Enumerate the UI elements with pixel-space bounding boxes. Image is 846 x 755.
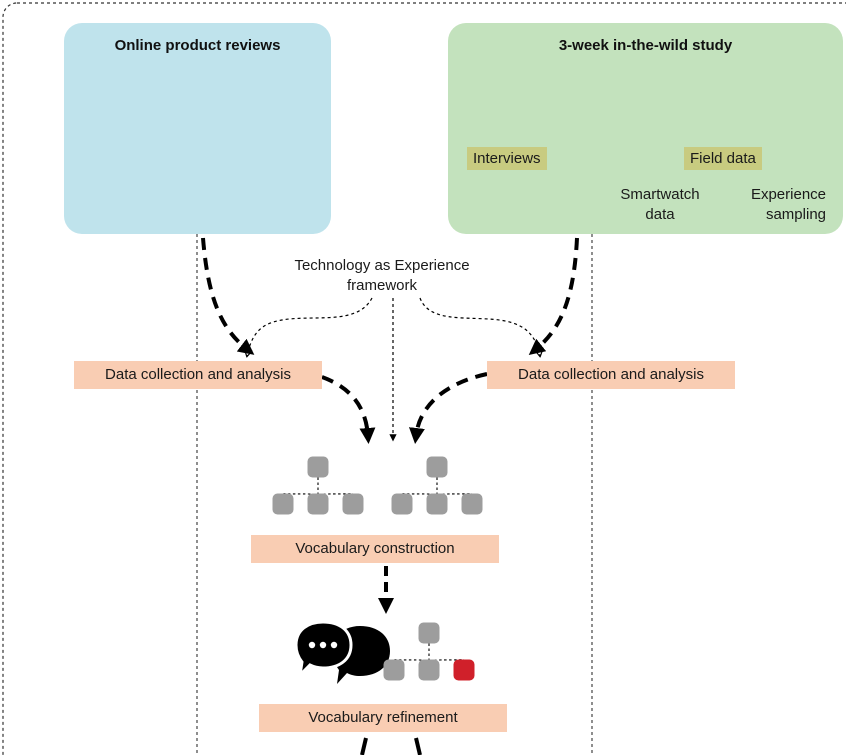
- experience-sampling-label: Experience sampling: [722, 185, 826, 225]
- tree-child-node: [418, 659, 440, 681]
- tree-child-node: [272, 493, 294, 515]
- smartwatch-line-2: data: [645, 206, 675, 223]
- arrow-left-collect-to-construction: [321, 375, 376, 444]
- framework-label: Technology as Experience framework: [262, 256, 502, 296]
- data-collection-left-step: Data collection and analysis: [74, 361, 322, 389]
- vocabulary-refinement-step: Vocabulary refinement: [259, 704, 507, 732]
- framework-line-2: framework: [346, 277, 417, 294]
- tree-child-node: [342, 493, 364, 515]
- tree-child-node: [461, 493, 483, 515]
- smartwatch-line-1: Smartwatch: [620, 186, 700, 203]
- experience-line-1: Experience: [750, 186, 826, 203]
- construction-tree-right: [391, 456, 483, 515]
- vocabulary-construction-step: Vocabulary construction: [251, 535, 499, 563]
- tree-node-highlighted: [453, 659, 475, 681]
- data-collection-right-step: Data collection and analysis: [487, 361, 735, 389]
- tree-child-node: [391, 493, 413, 515]
- construction-tree-left: [272, 456, 364, 515]
- tree-root-node: [426, 456, 448, 478]
- chat-bubbles-icon: [294, 620, 390, 684]
- arrow-exit-right: [414, 737, 422, 755]
- reviews-panel: Online product reviews: [64, 23, 331, 234]
- refinement-tree: [383, 622, 475, 681]
- field-data-chip: Field data: [684, 147, 762, 170]
- tree-child-node: [383, 659, 405, 681]
- experience-line-2: sampling: [765, 206, 826, 223]
- vocabulary-trees: [272, 456, 483, 681]
- arrow-framework-left: [247, 297, 373, 356]
- arrow-framework-right: [419, 297, 540, 356]
- tree-root-node: [307, 456, 329, 478]
- study-panel-title: 3-week in-the-wild study: [558, 37, 733, 54]
- tree-child-node: [307, 493, 329, 515]
- framework-line-1: Technology as Experience: [294, 257, 470, 274]
- reviews-panel-title: Online product reviews: [114, 37, 281, 54]
- tree-root-node: [418, 622, 440, 644]
- study-panel: 3-week in-the-wild study: [448, 23, 843, 234]
- arrow-study-to-collect: [528, 237, 579, 356]
- smartwatch-data-label: Smartwatch data: [608, 185, 712, 225]
- interviews-chip: Interviews: [467, 147, 547, 170]
- arrow-reviews-to-collect: [201, 237, 255, 355]
- tree-child-node: [426, 493, 448, 515]
- arrow-right-collect-to-construction: [408, 372, 488, 444]
- arrow-exit-left: [360, 737, 368, 755]
